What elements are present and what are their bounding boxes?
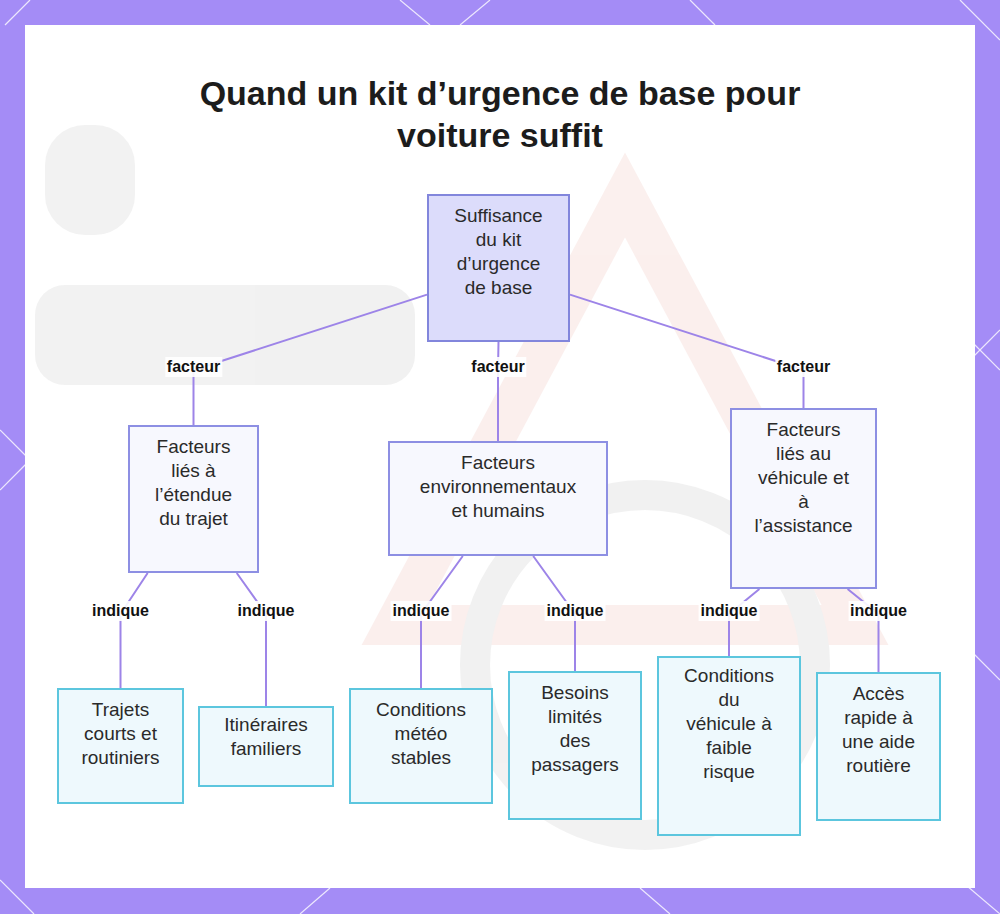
box-text: Suffisance du kit d’urgence de base	[447, 204, 550, 300]
connector-line	[729, 589, 759, 656]
connector-label: indique	[545, 601, 606, 621]
indicator-box: Besoins limités des passagers	[508, 671, 642, 820]
connector-label: indique	[90, 601, 151, 621]
indicator-box: Trajets courts et routiniers	[57, 688, 184, 804]
connector-line	[121, 573, 148, 688]
connector-line	[421, 556, 463, 688]
connector-label: indique	[236, 601, 297, 621]
box-text: Conditions du véhicule à faible risque	[684, 664, 774, 784]
connector-line	[570, 295, 804, 408]
connector-label: facteur	[775, 357, 832, 377]
connector-label: indique	[699, 601, 760, 621]
box-text: Trajets courts et routiniers	[73, 698, 168, 770]
indicator-box: Itinéraires familiers	[198, 706, 334, 787]
category-box: Facteurs liés au véhicule et à l’assista…	[730, 408, 877, 589]
box-text: Besoins limités des passagers	[531, 681, 619, 777]
connector-label: facteur	[165, 357, 222, 377]
box-text: Accès rapide à une aide routière	[838, 682, 919, 778]
box-text: Facteurs liés au véhicule et à l’assista…	[754, 418, 853, 538]
indicator-box: Conditions du véhicule à faible risque	[657, 656, 801, 836]
indicator-box: Conditions météo stables	[349, 688, 493, 804]
connector-label: indique	[391, 601, 452, 621]
category-box: Facteurs environnementaux et humains	[388, 441, 608, 556]
indicator-box: Accès rapide à une aide routière	[816, 672, 941, 821]
box-text: Itinéraires familiers	[212, 713, 320, 761]
connector-label: facteur	[469, 357, 526, 377]
box-text: Conditions météo stables	[370, 698, 472, 770]
box-text: Facteurs liés à l’étendue du trajet	[150, 435, 237, 531]
category-box: Facteurs liés à l’étendue du trajet	[128, 425, 259, 573]
root-box: Suffisance du kit d’urgence de base	[427, 194, 570, 342]
connector-label: indique	[848, 601, 909, 621]
connector-line	[194, 295, 428, 425]
diagram-title: Quand un kit d’urgence de base pour voit…	[180, 72, 820, 156]
connector-line	[237, 573, 266, 706]
box-text: Facteurs environnementaux et humains	[412, 451, 584, 523]
